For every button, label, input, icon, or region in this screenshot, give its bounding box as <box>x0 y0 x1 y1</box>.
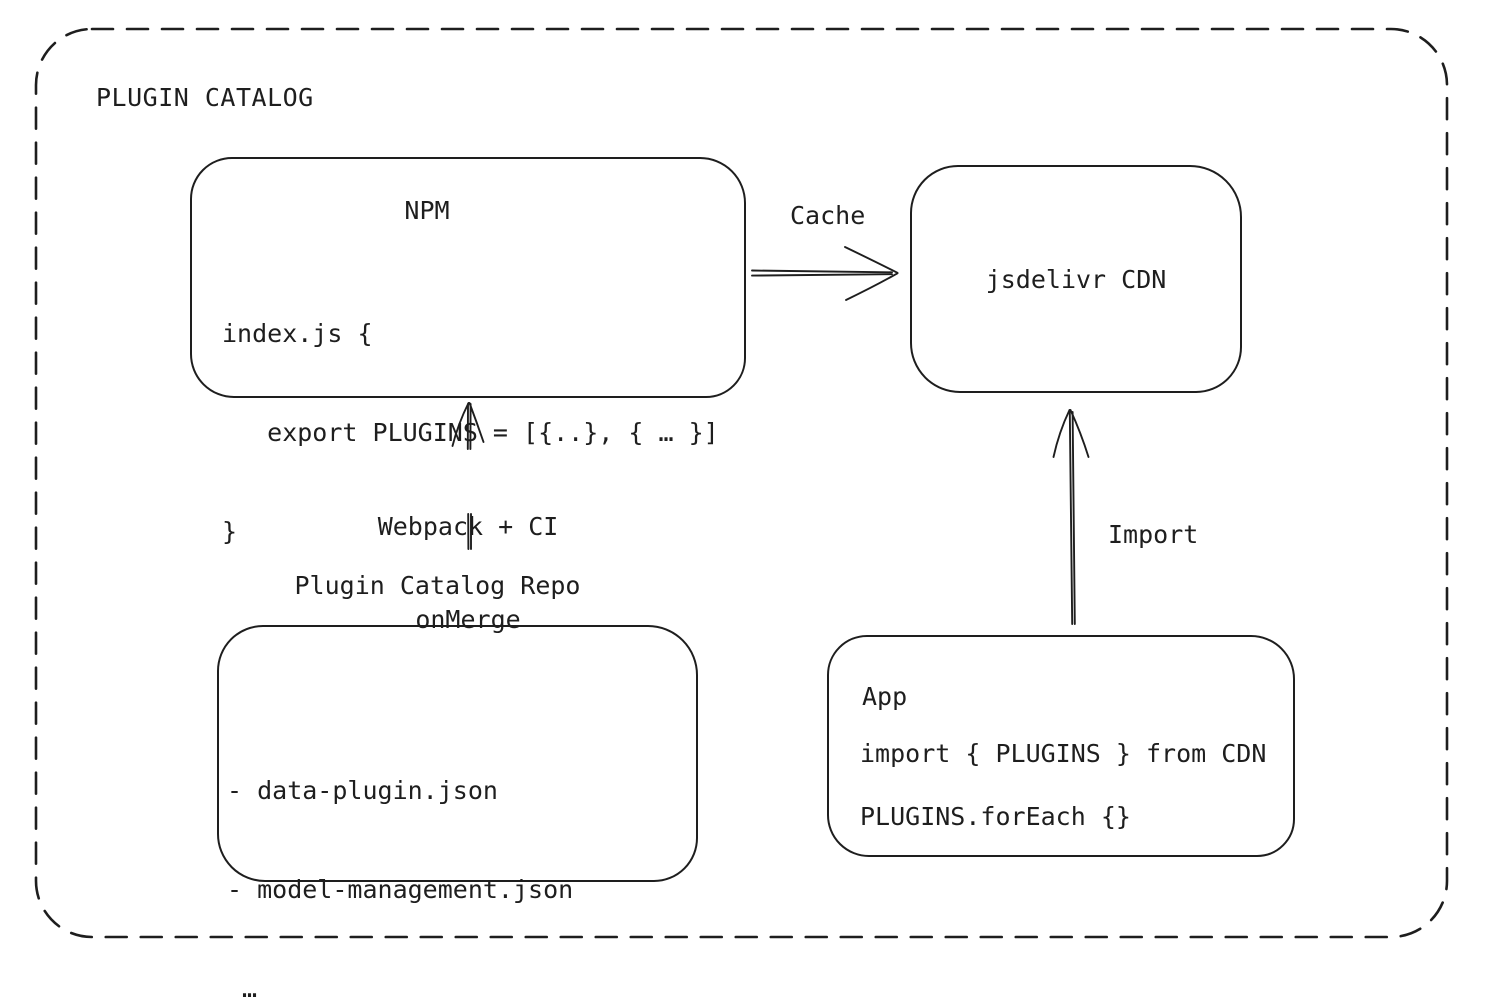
cache-edge-label: Cache <box>790 201 866 230</box>
npm-code-block: index.js { export PLUGINS = [{..}, { … }… <box>222 251 719 614</box>
npm-code-line-2: export PLUGINS = [{..}, { … }] <box>222 418 719 447</box>
cache-arrow <box>751 246 899 301</box>
build-edge-label-line-2: onMerge <box>415 605 521 634</box>
app-code-line-2: PLUGINS.forEach {} <box>860 802 1131 831</box>
app-code-line-1: import { PLUGINS } from CDN <box>860 739 1267 768</box>
node-plugin-catalog-repo: - data-plugin.json - model-management.js… <box>217 625 698 1002</box>
repo-file-list: - data-plugin.json - model-management.js… <box>227 708 573 1002</box>
repo-file-item-2: - model-management.json <box>227 875 574 904</box>
import-edge-label: Import <box>1108 520 1199 549</box>
repo-node-label: Plugin Catalog Repo <box>294 571 581 600</box>
import-arrow <box>1052 409 1090 625</box>
build-edge-label-line-1: Webpack + CI <box>377 512 559 541</box>
node-jsdelivr-cdn: jsdelivr CDN <box>910 165 1242 393</box>
cdn-node-label: jsdelivr CDN <box>985 264 1167 294</box>
frame-title: PLUGIN CATALOG <box>96 83 314 112</box>
node-app: App import { PLUGINS } from CDN PLUGINS.… <box>827 635 1295 857</box>
npm-code-line-3: } <box>222 517 238 546</box>
build-edge-label: Webpack + CI onMerge <box>318 449 618 697</box>
npm-node-title: NPM <box>404 196 450 225</box>
npm-code-line-1: index.js { <box>222 319 373 348</box>
repo-file-item-1: - data-plugin.json <box>227 776 498 805</box>
app-node-title: App <box>862 682 908 711</box>
node-npm: NPM index.js { export PLUGINS = [{..}, {… <box>190 157 746 546</box>
repo-file-item-3: … <box>227 974 258 1002</box>
